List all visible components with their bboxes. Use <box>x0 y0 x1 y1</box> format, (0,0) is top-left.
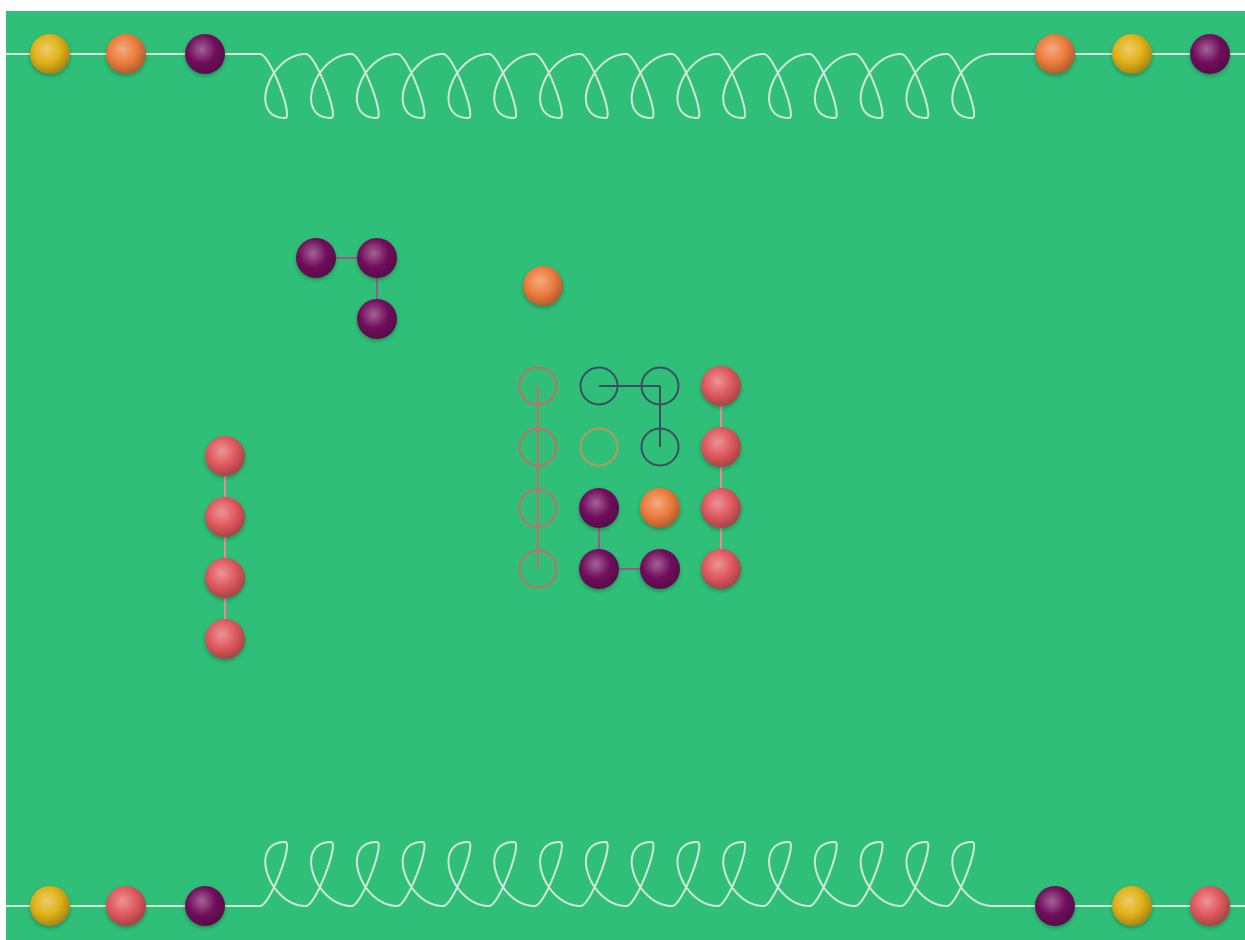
grid-cell-red-ball[interactable] <box>701 366 741 406</box>
grid-cell-red-ball[interactable] <box>701 427 741 467</box>
purple-ball[interactable] <box>1190 34 1230 74</box>
purple-ball[interactable] <box>185 34 225 74</box>
yellow-ball[interactable] <box>30 34 70 74</box>
purple-ball[interactable] <box>1035 886 1075 926</box>
queue-top-left <box>30 34 225 74</box>
red-ball[interactable] <box>205 558 245 598</box>
red-ball[interactable] <box>205 619 245 659</box>
grid-cell-orange-ball[interactable] <box>640 488 680 528</box>
purple-ball[interactable] <box>357 238 397 278</box>
red-ball[interactable] <box>205 497 245 537</box>
orange-single-piece[interactable] <box>523 266 563 306</box>
orange-ball[interactable] <box>1035 34 1075 74</box>
queue-top-right <box>1035 34 1230 74</box>
purple-ball[interactable] <box>185 886 225 926</box>
board-background <box>6 11 1245 940</box>
queue-bottom-right <box>1035 886 1230 926</box>
grid-cell-purple-ball[interactable] <box>579 549 619 589</box>
yellow-ball[interactable] <box>30 886 70 926</box>
grid-cell-purple-ball[interactable] <box>579 488 619 528</box>
orange-ball[interactable] <box>106 34 146 74</box>
red-ball[interactable] <box>106 886 146 926</box>
orange-ball[interactable] <box>523 266 563 306</box>
grid-cell-red-ball[interactable] <box>701 549 741 589</box>
grid-cell-red-ball[interactable] <box>701 488 741 528</box>
game-board <box>6 11 1245 940</box>
yellow-ball[interactable] <box>1112 34 1152 74</box>
queue-bottom-left <box>30 886 225 926</box>
yellow-ball[interactable] <box>1112 886 1152 926</box>
purple-ball[interactable] <box>357 299 397 339</box>
red-ball[interactable] <box>1190 886 1230 926</box>
board-svg <box>6 11 1245 940</box>
purple-ball[interactable] <box>296 238 336 278</box>
grid-cell-purple-ball[interactable] <box>640 549 680 589</box>
red-ball[interactable] <box>205 436 245 476</box>
